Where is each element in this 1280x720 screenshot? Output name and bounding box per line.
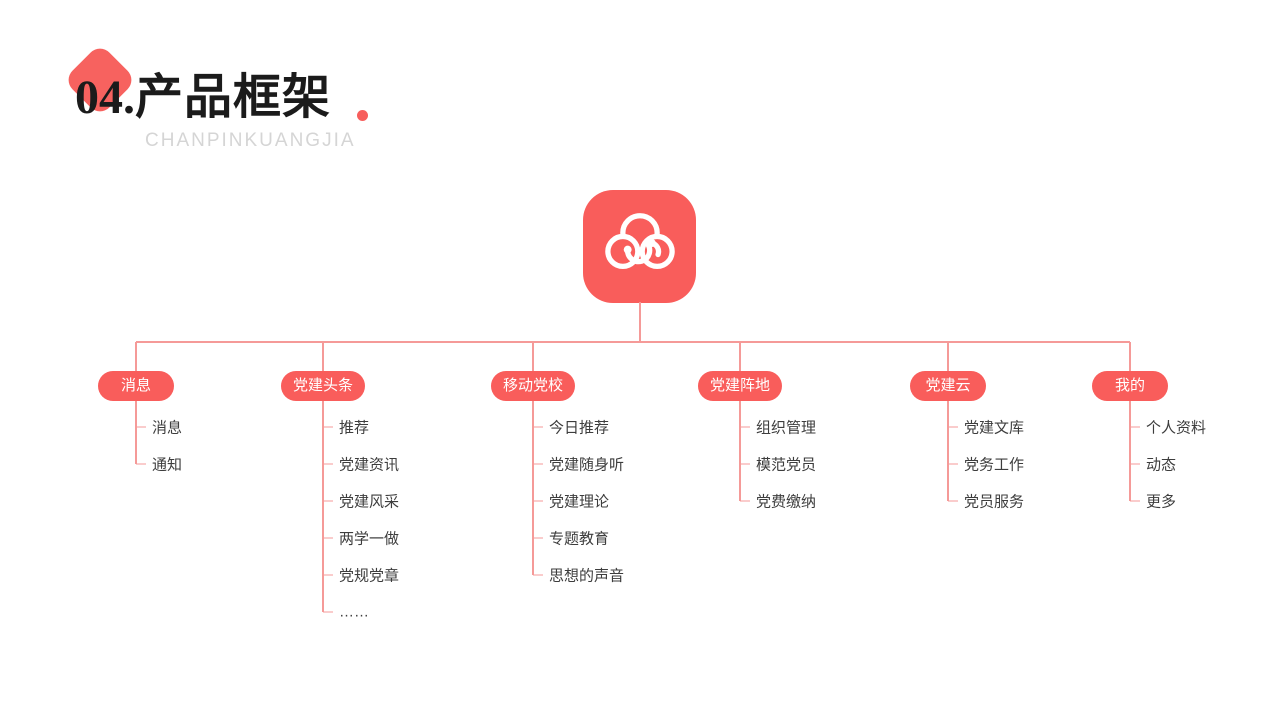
child-tick-line <box>740 426 750 428</box>
child-tick-line <box>136 426 146 428</box>
child-item: 消息 <box>136 417 182 438</box>
child-label: 两学一做 <box>339 530 400 548</box>
child-label: 思想的声音 <box>549 567 625 585</box>
app-icon <box>583 190 696 303</box>
children-spine-line <box>947 401 949 501</box>
child-label: 推荐 <box>339 419 370 437</box>
children-spine-line <box>135 401 137 464</box>
child-tick-line <box>323 574 333 576</box>
branch-pill: 消息 <box>98 371 174 401</box>
branch-pill: 党建阵地 <box>697 371 783 401</box>
branch-drop-line <box>947 342 949 371</box>
page-title: 04.产品框架 <box>75 71 332 125</box>
child-tick-line <box>136 463 146 465</box>
branch-pill: 党建云 <box>910 371 986 401</box>
child-item: 党建随身听 <box>533 454 624 475</box>
child-tick-line <box>948 500 958 502</box>
child-tick-line <box>533 463 543 465</box>
child-label: 专题教育 <box>549 530 610 548</box>
child-tick-line <box>740 500 750 502</box>
child-label: 模范党员 <box>756 456 817 474</box>
child-tick-line <box>533 426 543 428</box>
child-label: 党建资讯 <box>339 456 400 474</box>
child-item: 动态 <box>1130 454 1176 475</box>
child-label: 通知 <box>152 456 183 474</box>
children-spine-line <box>322 401 324 612</box>
connector-stem-line <box>639 302 641 342</box>
child-item: 思想的声音 <box>533 565 624 586</box>
children-spine-line <box>1129 401 1131 501</box>
child-label: 党规党章 <box>339 567 400 585</box>
child-item: 党费缴纳 <box>740 491 816 512</box>
child-tick-line <box>1130 463 1140 465</box>
child-item: 组织管理 <box>740 417 816 438</box>
child-tick-line <box>1130 426 1140 428</box>
child-item: 党建文库 <box>948 417 1024 438</box>
child-tick-line <box>323 611 333 613</box>
children-spine-line <box>532 401 534 575</box>
child-tick-line <box>323 537 333 539</box>
child-item: 更多 <box>1130 491 1176 512</box>
child-item: 党员服务 <box>948 491 1024 512</box>
child-label: 党建理论 <box>549 493 610 511</box>
child-label: 组织管理 <box>756 419 817 437</box>
child-tick-line <box>740 463 750 465</box>
connector-horizontal-bar <box>136 341 1130 343</box>
child-tick-line <box>948 463 958 465</box>
child-tick-line <box>1130 500 1140 502</box>
child-item: 党建理论 <box>533 491 609 512</box>
child-label: 党建随身听 <box>549 456 625 474</box>
page-subtitle: CHANPINKUANGJIA <box>145 130 356 151</box>
child-tick-line <box>948 426 958 428</box>
branch-drop-line <box>532 342 534 371</box>
child-item: 党务工作 <box>948 454 1024 475</box>
branch-pill: 我的 <box>1092 371 1168 401</box>
child-tick-line <box>533 574 543 576</box>
child-item: 推荐 <box>323 417 369 438</box>
child-item: 模范党员 <box>740 454 816 475</box>
child-label: 党费缴纳 <box>756 493 817 511</box>
child-item: 党建资讯 <box>323 454 399 475</box>
child-label: 更多 <box>1146 493 1177 511</box>
title-text: 产品框架 <box>135 71 332 124</box>
child-label: 消息 <box>152 419 183 437</box>
child-item: 党建风采 <box>323 491 399 512</box>
child-tick-line <box>323 500 333 502</box>
child-item: 个人资料 <box>1130 417 1206 438</box>
child-label: 党务工作 <box>964 456 1025 474</box>
child-item: 两学一做 <box>323 528 399 549</box>
title-dot-accent <box>357 110 368 121</box>
child-label: 今日推荐 <box>549 419 610 437</box>
child-item: 今日推荐 <box>533 417 609 438</box>
child-label: 党员服务 <box>964 493 1025 511</box>
branch-drop-line <box>739 342 741 371</box>
branch-drop-line <box>1129 342 1131 371</box>
child-label: 党建文库 <box>964 419 1025 437</box>
child-tick-line <box>323 426 333 428</box>
title-number: 04. <box>75 71 135 124</box>
child-item: 党规党章 <box>323 565 399 586</box>
child-label: 动态 <box>1146 456 1177 474</box>
child-item: 通知 <box>136 454 182 475</box>
child-tick-line <box>533 500 543 502</box>
child-tick-line <box>323 463 333 465</box>
child-label: 个人资料 <box>1146 419 1207 437</box>
branch-pill: 党建头条 <box>280 371 366 401</box>
child-item: 专题教育 <box>533 528 609 549</box>
child-label: …… <box>339 603 369 621</box>
child-label: 党建风采 <box>339 493 400 511</box>
child-item: …… <box>323 604 369 621</box>
branch-drop-line <box>322 342 324 371</box>
children-spine-line <box>739 401 741 501</box>
cloud-party-logo-icon <box>604 212 675 269</box>
branch-pill: 移动党校 <box>490 371 576 401</box>
branch-drop-line <box>135 342 137 371</box>
child-tick-line <box>533 537 543 539</box>
